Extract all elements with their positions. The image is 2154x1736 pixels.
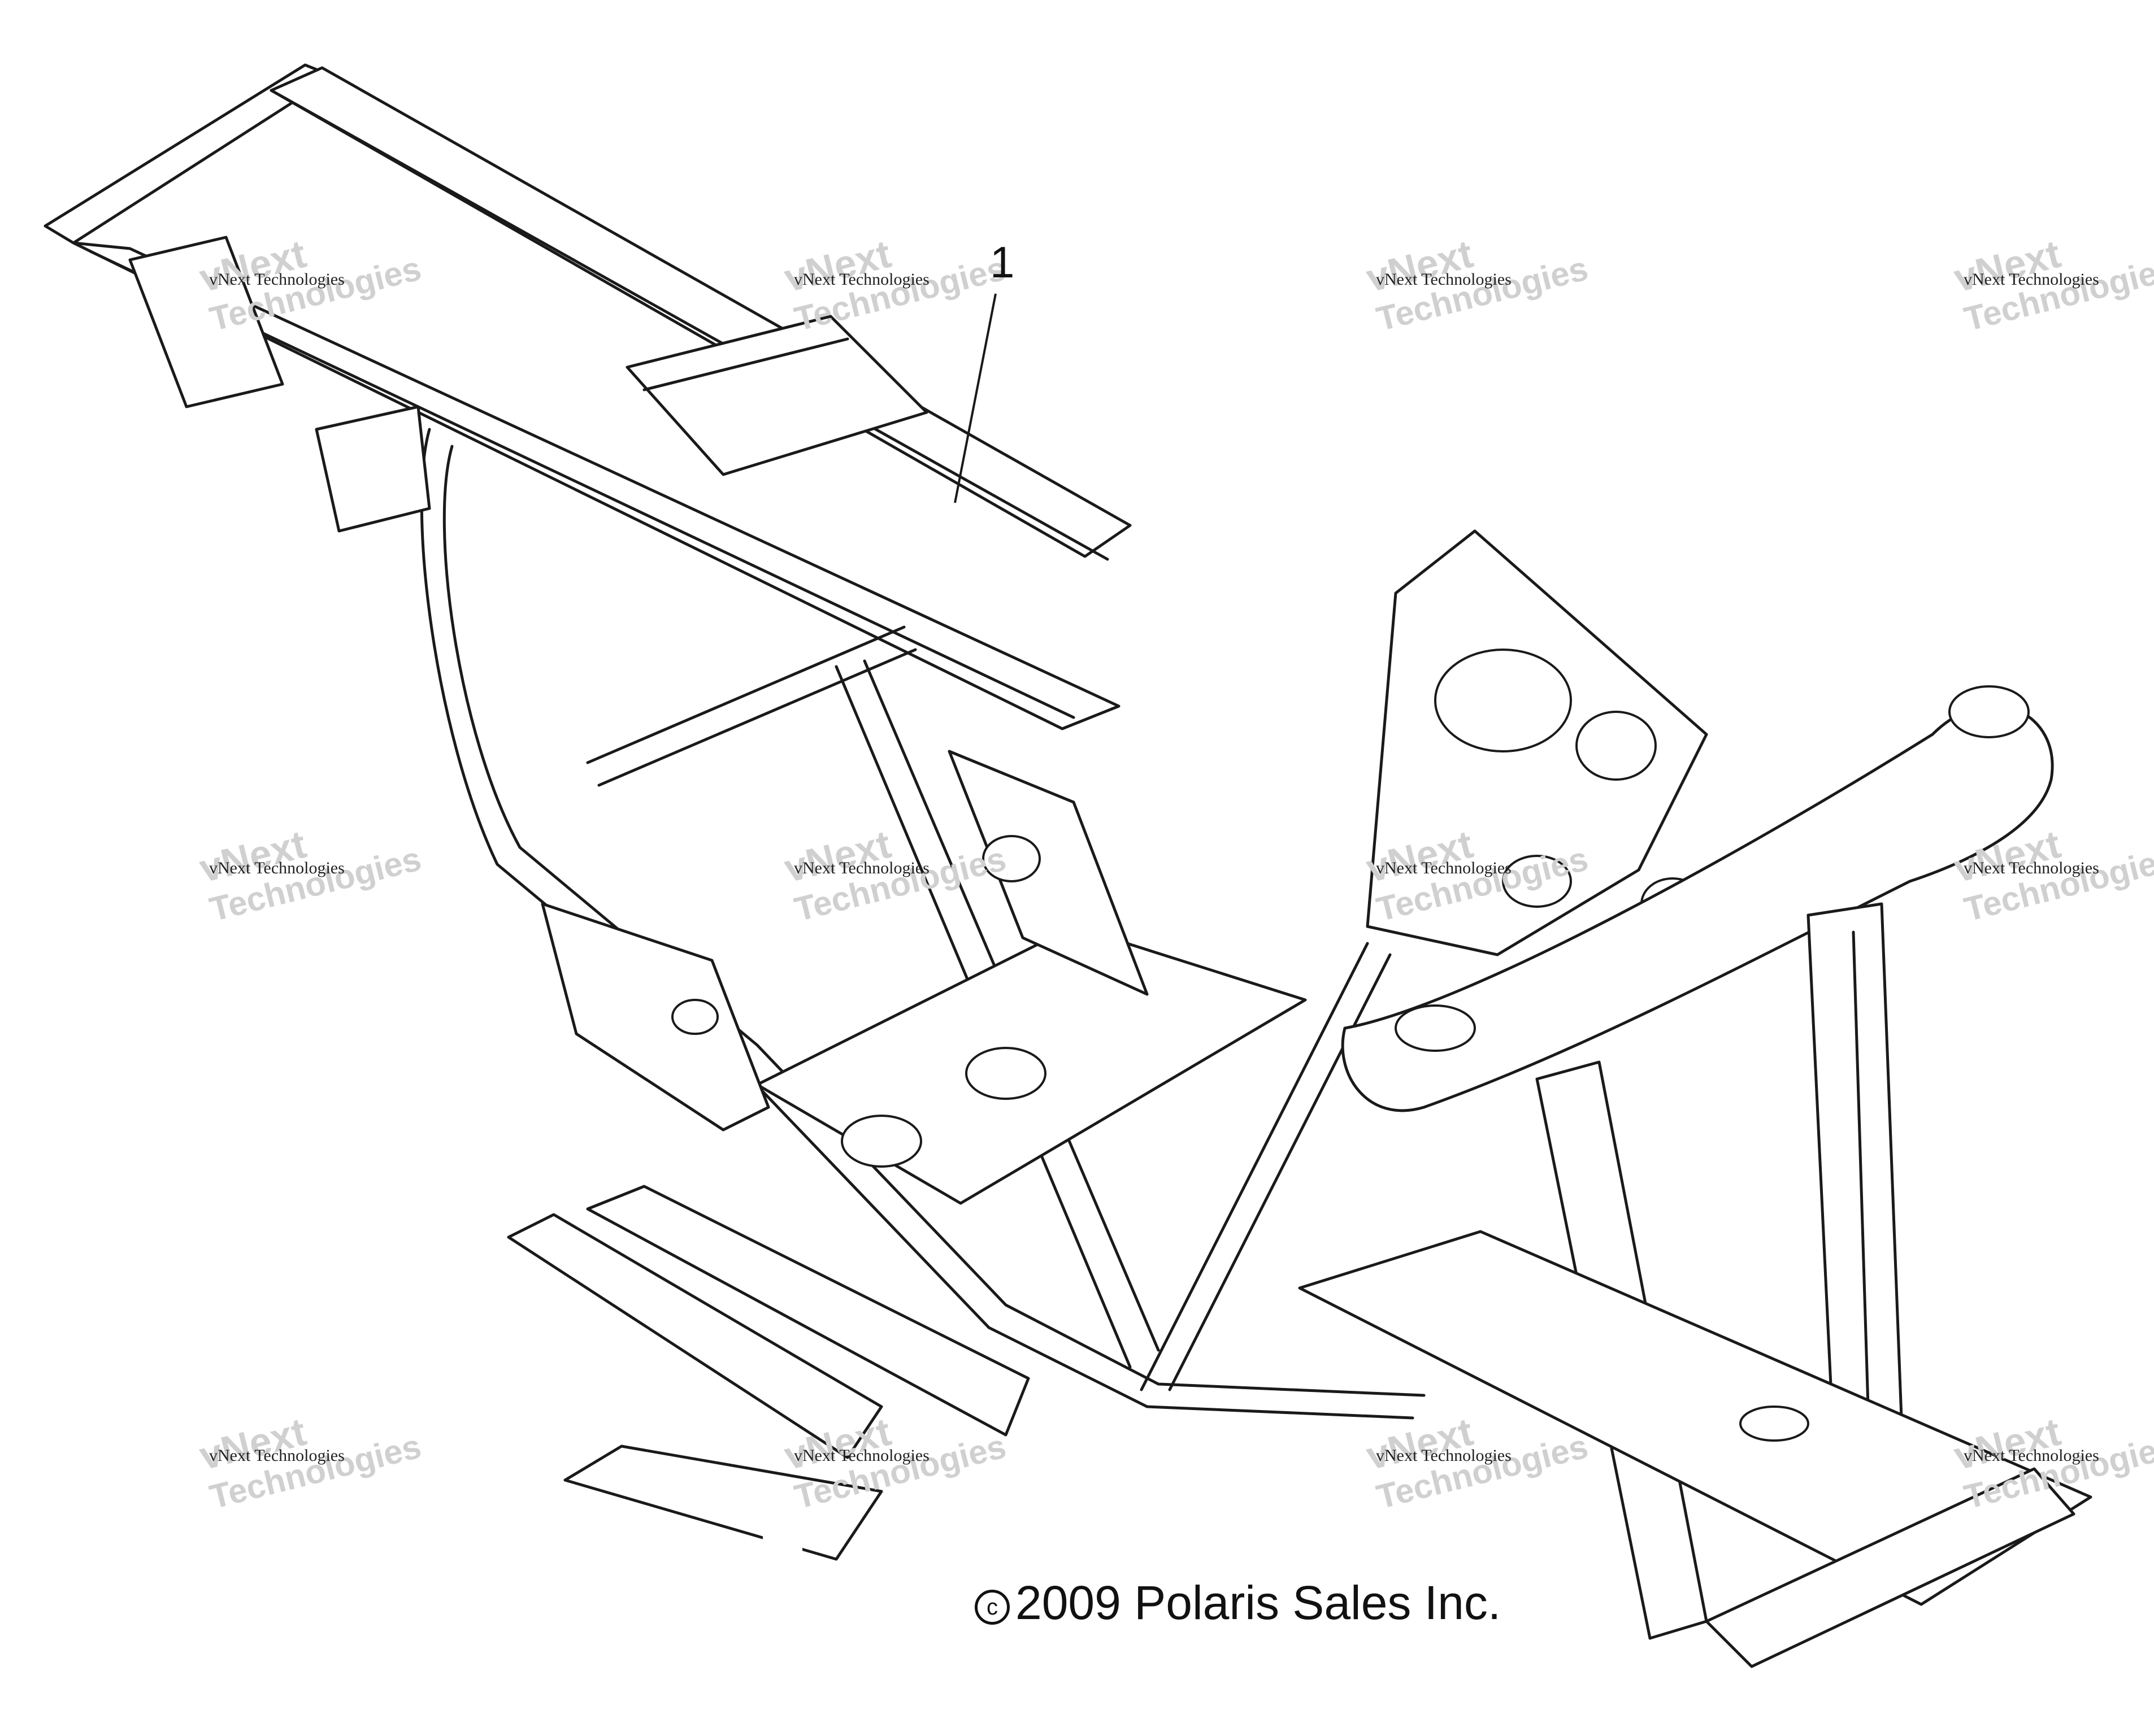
copyright-text: 2009 Polaris Sales Inc. xyxy=(1015,1576,1501,1629)
watermark-caption: vNext Technologies xyxy=(1376,859,1512,877)
watermark-caption: vNext Technologies xyxy=(1376,1446,1512,1465)
watermark-caption: vNext Technologies xyxy=(1964,270,2099,289)
upper-rail-left xyxy=(72,241,1121,730)
watermark-caption: vNext Technologies xyxy=(1376,270,1512,289)
watermark-caption: vNext Technologies xyxy=(209,270,345,289)
watermark-caption: vNext Technologies xyxy=(794,270,930,289)
callout-1-label: 1 xyxy=(990,237,1015,287)
watermark-caption: vNext Technologies xyxy=(209,859,345,877)
callout-leader-line xyxy=(954,293,997,503)
watermark-caption: vNext Technologies xyxy=(1964,859,2099,877)
copyright-symbol: c xyxy=(975,1590,1010,1625)
watermark-caption: vNext Technologies xyxy=(794,859,930,877)
watermark-caption: vNext Technologies xyxy=(209,1446,345,1465)
frame-drawing xyxy=(44,63,2092,1668)
watermark-caption: vNext Technologies xyxy=(1964,1446,2099,1465)
watermark-caption: vNext Technologies xyxy=(794,1446,930,1465)
